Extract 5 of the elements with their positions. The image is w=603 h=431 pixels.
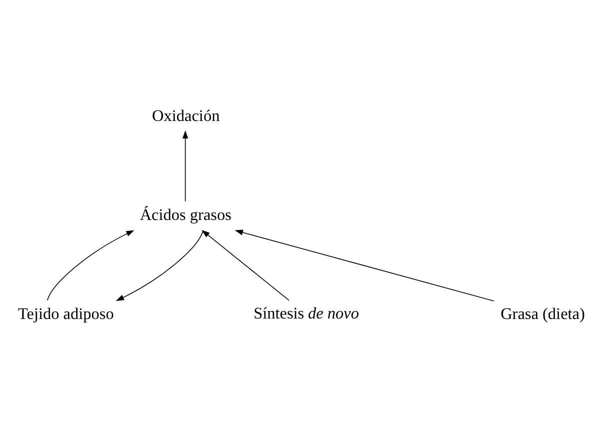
node-text: Ácidos grasos	[140, 206, 232, 224]
node-text: Oxidación	[152, 106, 220, 124]
node-text: Síntesis de novo	[254, 304, 359, 322]
node-text: Grasa (dieta)	[500, 304, 585, 323]
node-text: Tejido adiposo	[18, 304, 114, 323]
